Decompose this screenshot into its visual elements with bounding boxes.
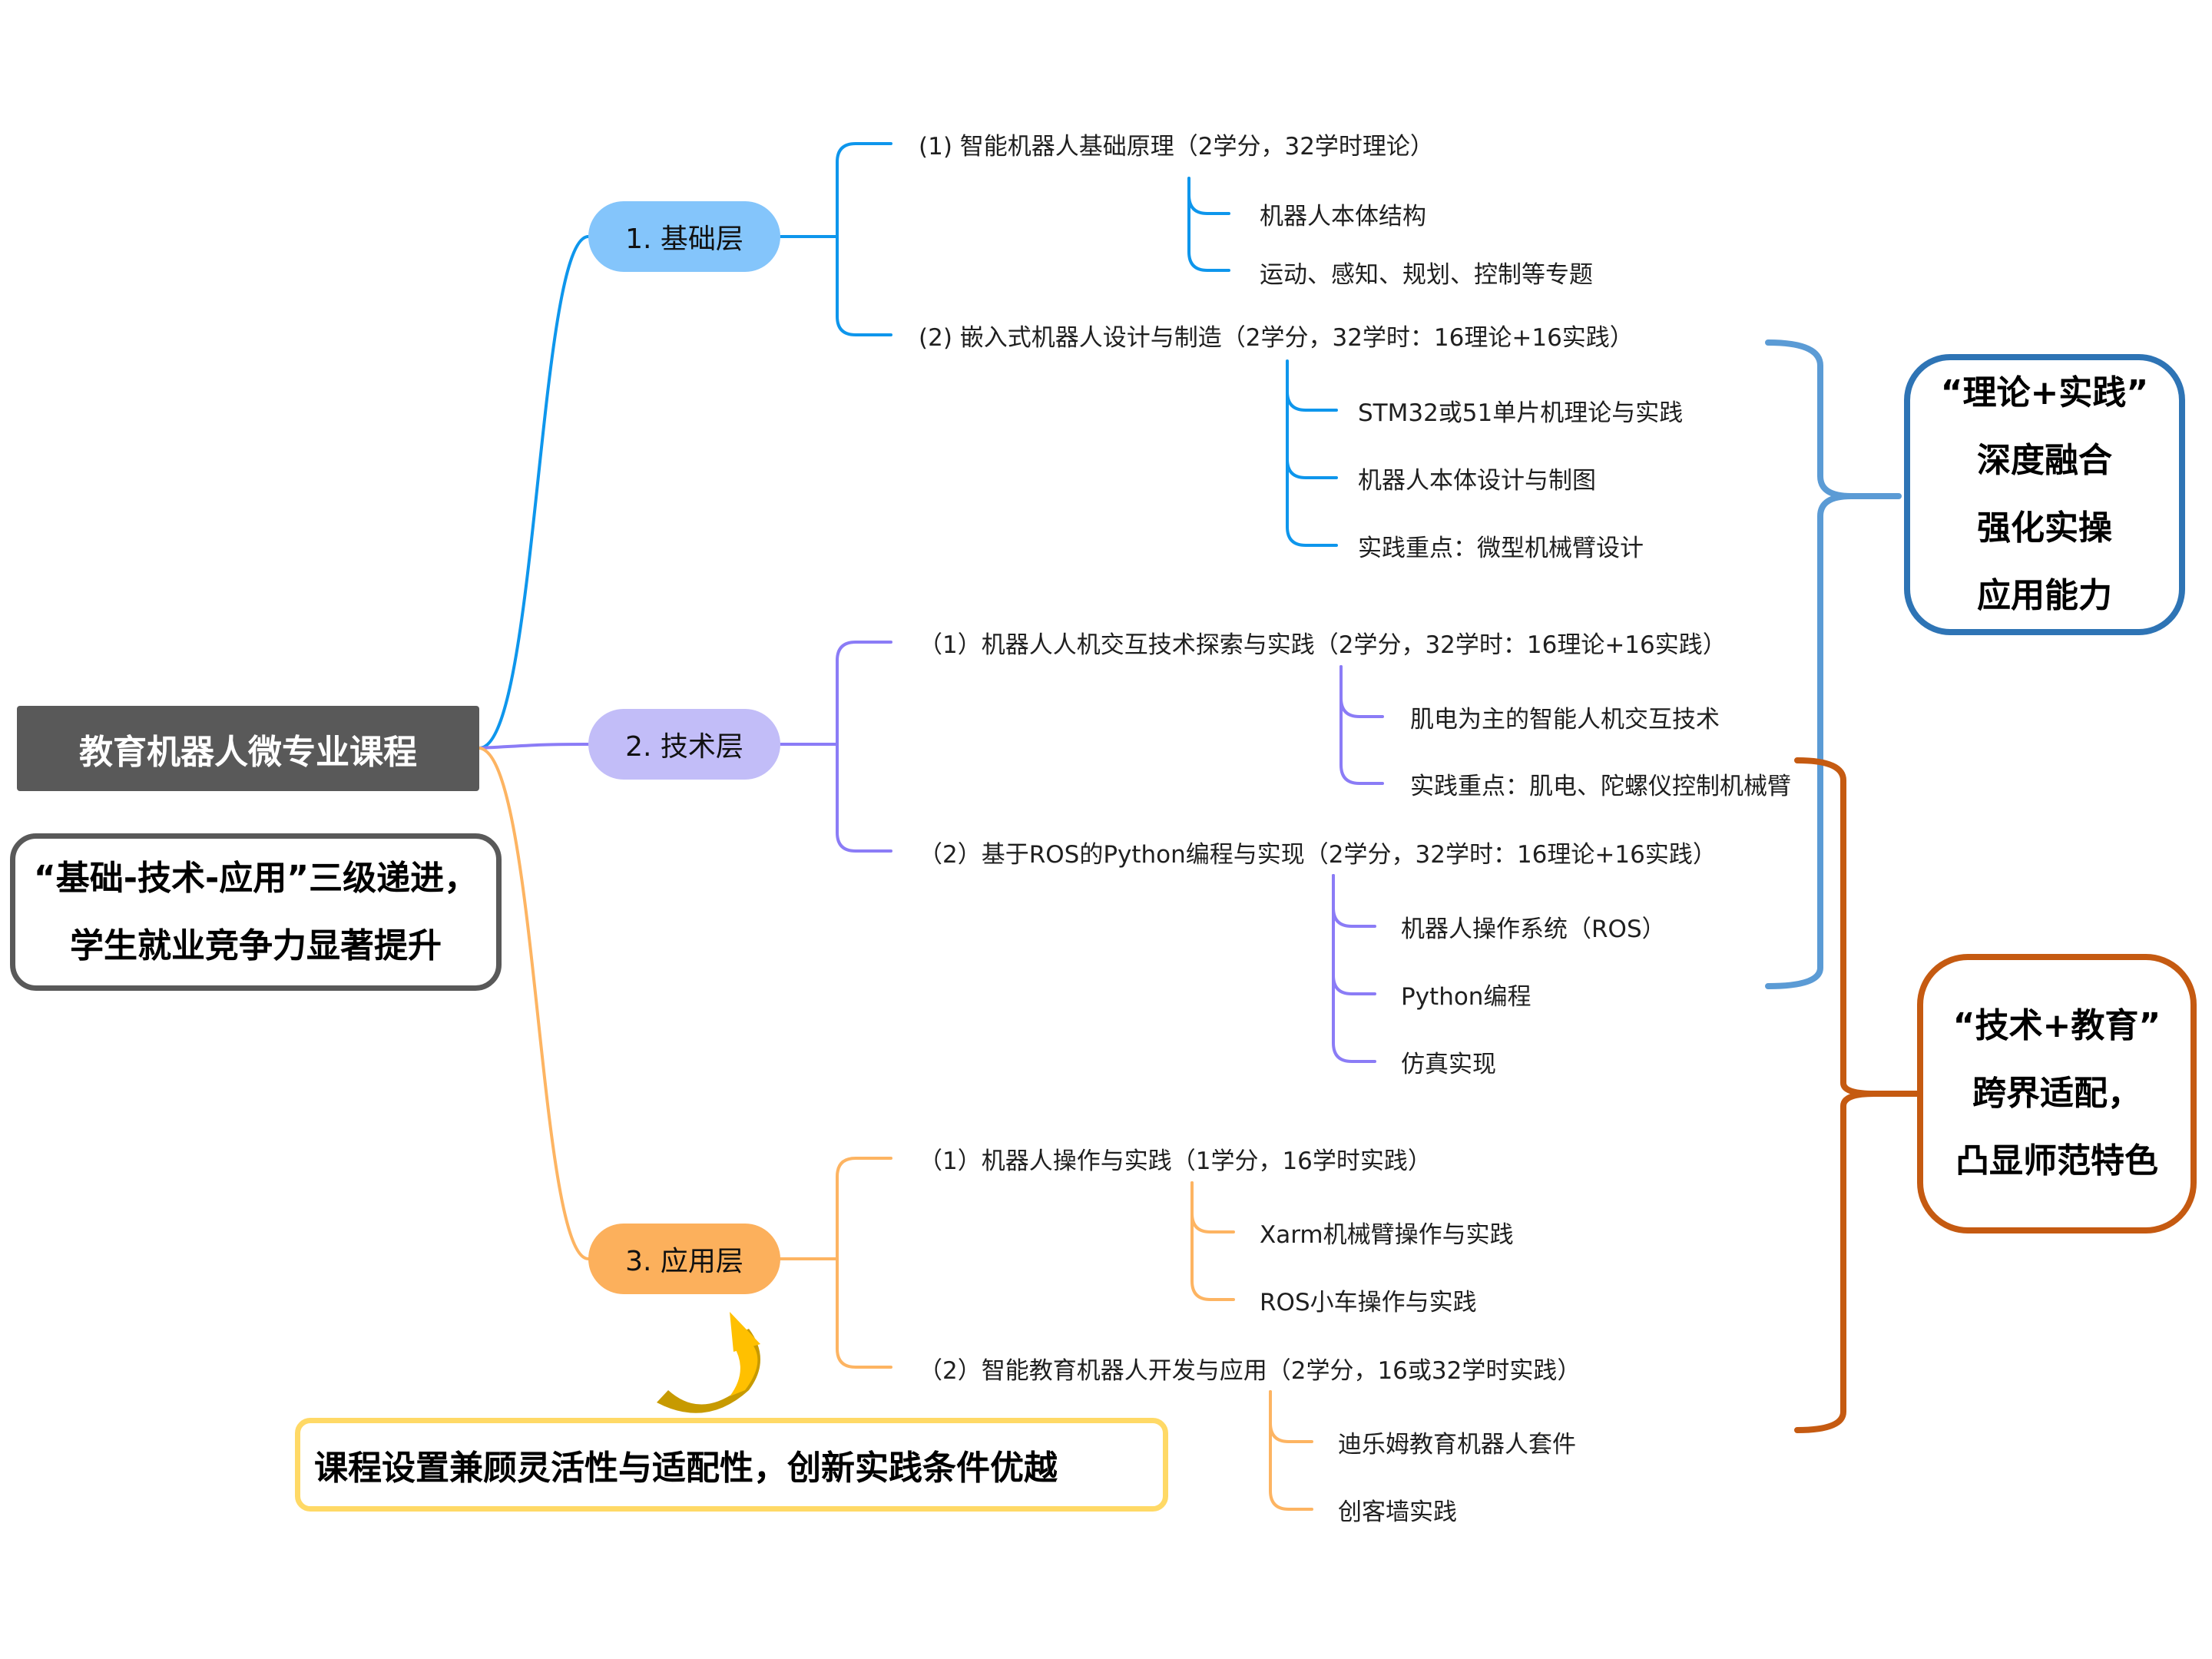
- curved-arrow-icon: [657, 1312, 760, 1413]
- brace-blue-top: [1765, 339, 1902, 499]
- callout-line: “理论+实践”: [1940, 373, 2149, 412]
- connector-layer2-branch: [836, 641, 892, 746]
- connector-layer2-branch: [836, 743, 892, 853]
- summary-callout-progression: “基础-技术-应用”三级递进， 学生就业竞争力显著提升: [10, 833, 502, 991]
- connector-l2c2-branch: [1332, 874, 1376, 928]
- callout-line: 凸显师范特色: [1955, 1141, 2158, 1181]
- topic-node[interactable]: 实践重点：微型机械臂设计: [1358, 535, 1644, 562]
- topic-node[interactable]: 机器人本体结构: [1260, 203, 1426, 230]
- root-label: 教育机器人微专业课程: [79, 732, 417, 772]
- connector-root-layer3: [478, 747, 590, 1260]
- connector-l3c2-branch: [1269, 1390, 1313, 1511]
- topic-node[interactable]: 肌电为主的智能人机交互技术: [1410, 706, 1720, 733]
- course-node[interactable]: (2) 嵌入式机器人设计与制造（2学分，32学时：16理论+16实践）: [919, 324, 1634, 352]
- topic-node[interactable]: 机器人操作系统（ROS）: [1401, 916, 1666, 943]
- callout-line: 跨界适配，: [1972, 1074, 2141, 1113]
- course-node[interactable]: （2）基于ROS的Python编程与实现（2学分，32学时：16理论+16实践）: [919, 841, 1717, 869]
- connector-layer3-branch: [836, 1157, 892, 1260]
- connector-l2c2-branch: [1332, 874, 1376, 1063]
- connector-l3c2-branch: [1269, 1390, 1313, 1443]
- connector-l2c1-branch: [1339, 665, 1384, 785]
- layer-label: 2. 技术层: [625, 731, 743, 763]
- topic-node[interactable]: STM32或51单片机理论与实践: [1358, 399, 1684, 427]
- root-node[interactable]: 教育机器人微专业课程: [17, 706, 479, 791]
- topic-node[interactable]: 创客墙实践: [1338, 1498, 1457, 1526]
- connector-l3c1-branch: [1190, 1181, 1235, 1301]
- brace-orange-top: [1794, 757, 1920, 1097]
- layer-label: 3. 应用层: [625, 1246, 743, 1277]
- summary-callout-theory-practice: “理论+实践” 深度融合 强化实操 应用能力: [1904, 354, 2185, 635]
- layer-label: 1. 基础层: [625, 224, 743, 255]
- connector-l3c1-branch: [1190, 1181, 1235, 1233]
- connector-layer1-branch: [836, 235, 892, 336]
- connector-root-layer1: [478, 235, 590, 750]
- topic-node[interactable]: 迪乐姆教育机器人套件: [1338, 1431, 1576, 1459]
- course-node[interactable]: （1）机器人人机交互技术探索与实践（2学分，32学时：16理论+16实践）: [919, 631, 1727, 659]
- connector-l1c2-branch: [1286, 382, 1338, 547]
- connector-l2c1-branch: [1339, 665, 1384, 718]
- topic-node[interactable]: ROS小车操作与实践: [1260, 1289, 1477, 1316]
- topic-node[interactable]: 机器人本体设计与制图: [1358, 467, 1596, 495]
- connector-l2c2-branch: [1332, 874, 1376, 995]
- topic-node[interactable]: Python编程: [1401, 983, 1532, 1011]
- course-node[interactable]: （1）机器人操作与实践（1学分，16学时实践）: [919, 1147, 1432, 1175]
- summary-line: “基础-技术-应用”三级递进，: [33, 858, 478, 898]
- callout-line: 应用能力: [1977, 576, 2112, 615]
- course-node[interactable]: （2）智能教育机器人开发与应用（2学分，16或32学时实践）: [919, 1357, 1581, 1385]
- callout-line: “技术+教育”: [1952, 1006, 2161, 1045]
- brace-orange-bottom: [1794, 1091, 1877, 1433]
- topic-node[interactable]: 仿真实现: [1401, 1051, 1496, 1078]
- summary-callout-flexibility: 课程设置兼顾灵活性与适配性，创新实践条件优越: [295, 1418, 1168, 1512]
- connector-layer3-branch: [836, 1257, 892, 1369]
- connector-root-layer2: [478, 743, 590, 750]
- course-node[interactable]: (1) 智能机器人基础原理（2学分，32学时理论）: [919, 133, 1434, 161]
- callout-text: 课程设置兼顾灵活性与适配性，创新实践条件优越: [314, 1449, 1058, 1488]
- connector-layer1-branch: [836, 142, 892, 238]
- topic-node[interactable]: 实践重点：肌电、陀螺仪控制机械臂: [1410, 773, 1791, 800]
- summary-line: 学生就业竞争力显著提升: [70, 926, 442, 965]
- brace-blue-bottom: [1765, 493, 1854, 989]
- topic-node[interactable]: Xarm机械臂操作与实践: [1260, 1221, 1514, 1249]
- layer-node-foundation[interactable]: 1. 基础层: [588, 201, 780, 272]
- callout-line: 深度融合: [1977, 441, 2112, 480]
- connector-l1c1-branch: [1187, 197, 1230, 272]
- callout-line: 强化实操: [1977, 508, 2112, 548]
- connector-l1c1-branch: [1187, 194, 1230, 215]
- summary-callout-tech-education: “技术+教育” 跨界适配， 凸显师范特色: [1917, 954, 2197, 1233]
- layer-node-application[interactable]: 3. 应用层: [588, 1224, 780, 1294]
- connector-l1c2-branch: [1286, 382, 1338, 479]
- layer-node-technology[interactable]: 2. 技术层: [588, 709, 780, 780]
- topic-node[interactable]: 运动、感知、规划、控制等专题: [1260, 261, 1593, 289]
- connector-l1c2-branch: [1286, 382, 1338, 412]
